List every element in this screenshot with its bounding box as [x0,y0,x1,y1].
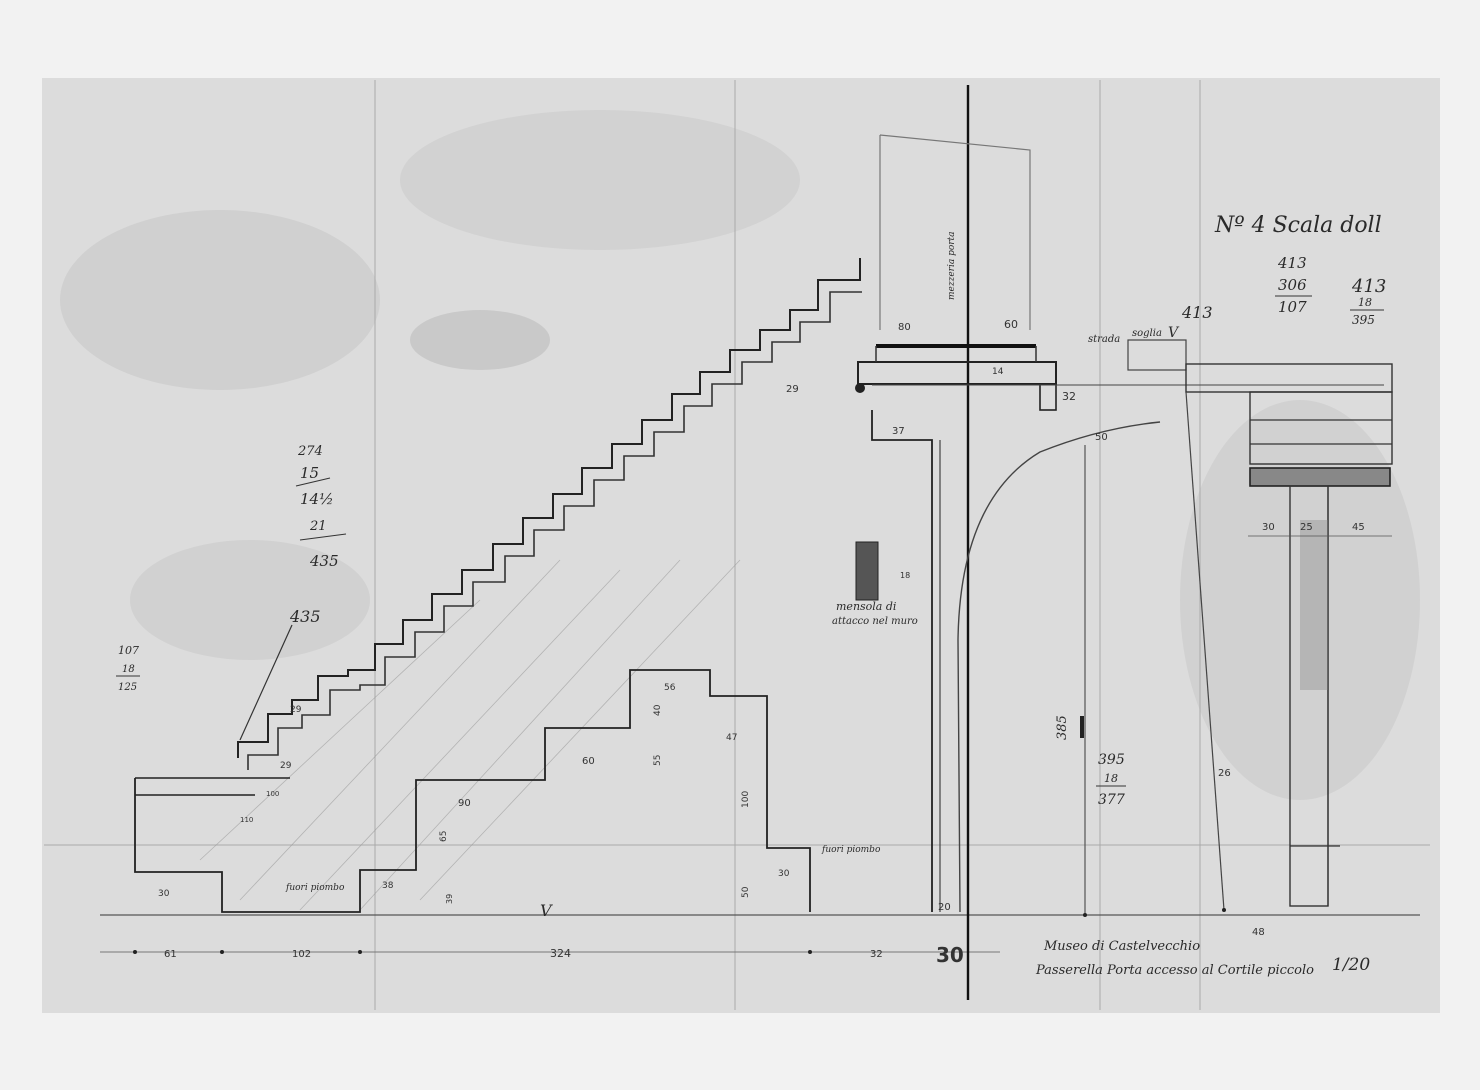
calc-a-1: 413 [1277,254,1307,272]
wall-opening [871,410,933,912]
beam-joint [855,383,865,393]
staircase-underside [247,291,862,770]
column-dim-30: 30 [1262,522,1275,533]
step-dim-40: 40 [653,704,663,716]
left-calc-2: 15 [300,464,319,482]
fuori-piombo-left: fuori piombo [285,883,345,893]
stepped-foundation [134,669,811,913]
lower-dim-30a: 30 [158,889,170,899]
step-dim-56: 56 [664,683,676,693]
bracket-detail [855,541,879,601]
left-calc-1: 274 [297,444,323,459]
caption-subject: Passerella Porta accesso al Cortile picc… [1035,963,1314,978]
column-hatch [1300,520,1328,690]
stair-hatching [199,559,741,911]
lower-dim-50: 50 [741,886,751,898]
walkway-beam [857,361,1057,385]
bracket-note-2: attacco nel muro [832,616,918,627]
construction-lines [44,80,1430,1010]
calc-a-2: 306 [1278,276,1307,294]
lower-dim-20: 20 [938,902,951,913]
bracket-note-1: mensola di [836,600,896,613]
arch-curve [957,421,1161,913]
calc-a-3: 107 [1278,298,1307,316]
center-v-mark: V [540,901,553,920]
step-dim-100: 100 [266,790,279,798]
beam-end [1039,383,1057,411]
lower-dim-48: 48 [1252,927,1265,938]
lower-dim-26: 26 [1218,768,1231,779]
base-dim-32: 32 [870,949,883,960]
door-frame-sketch [879,134,1031,330]
soglia-label: soglia [1132,328,1162,339]
step-dim-100b: 100 [741,791,751,808]
step-dim-60: 60 [582,756,595,767]
step-dim-65: 65 [439,831,449,842]
caption-scale: 1/20 [1332,955,1370,975]
dim-50: 50 [1095,432,1108,443]
mid-calc-1: 395 [1098,752,1125,768]
lower-dim-30b: 30 [778,869,790,879]
mid-mark [1080,716,1084,738]
column-dim-25: 25 [1300,522,1313,533]
stair-435-label: 435 [289,607,321,626]
step-dim-29b: 29 [280,761,292,771]
base-dim-324: 324 [550,947,571,960]
step-dim-110: 110 [240,816,253,824]
axis-label: mezzeria porta [947,231,957,300]
small-calc-2: 18 [122,664,135,675]
left-calc-3: 14½ [300,490,334,508]
v-mark: V [1168,325,1180,341]
dim-32: 32 [1062,390,1076,403]
paper-stains [60,110,1420,800]
threshold-box [1127,339,1187,371]
small-calc-3: 125 [118,682,137,693]
step-dim-29a: 29 [290,705,302,715]
small-calc-1: 107 [118,644,139,657]
caption-museum: Museo di Castelvecchio [1043,939,1200,954]
mid-calc-2: 18 [1104,772,1118,785]
step-dim-90: 90 [458,798,471,809]
top-413-label: 413 [1181,303,1213,322]
dim-29-top: 29 [786,384,799,395]
lower-dim-38: 38 [382,881,394,891]
base-dim-30-bold: 30 [936,943,964,967]
column-dim-45: 45 [1352,522,1365,533]
left-calc-4: 21 [309,519,327,534]
fuori-piombo-right: fuori piombo [821,845,881,855]
base-dim-61: 61 [164,949,177,960]
step-dim-39: 39 [445,894,454,904]
dim-14: 14 [992,367,1004,377]
dim-80: 80 [898,322,911,333]
stair-leader [239,624,293,741]
mid-calc-rotated: 385 [1055,715,1070,740]
wall-course-2 [1249,391,1393,465]
strada-label: strada [1088,334,1120,345]
calc-b-1: 413 [1351,276,1386,297]
calc-b-3: 395 [1352,313,1375,327]
left-calc-5: 435 [309,552,339,570]
dim-37: 37 [892,426,905,437]
paper-sheet [42,78,1440,1013]
bracket-dim: 18 [900,571,910,580]
dim-60: 60 [1004,318,1018,331]
base-dim-102: 102 [292,949,311,960]
scale-note: Nº 4 Scala doll [1214,213,1382,238]
staircase [237,258,861,758]
calc-b-2: 18 [1358,296,1372,309]
mid-calc-3: 377 [1098,792,1125,808]
dimension-ticks [133,908,1226,954]
step-dim-55: 55 [653,755,663,766]
step-dim-47: 47 [726,733,737,743]
tapered-wall-line [1185,391,1225,911]
capital-block [1249,467,1391,487]
